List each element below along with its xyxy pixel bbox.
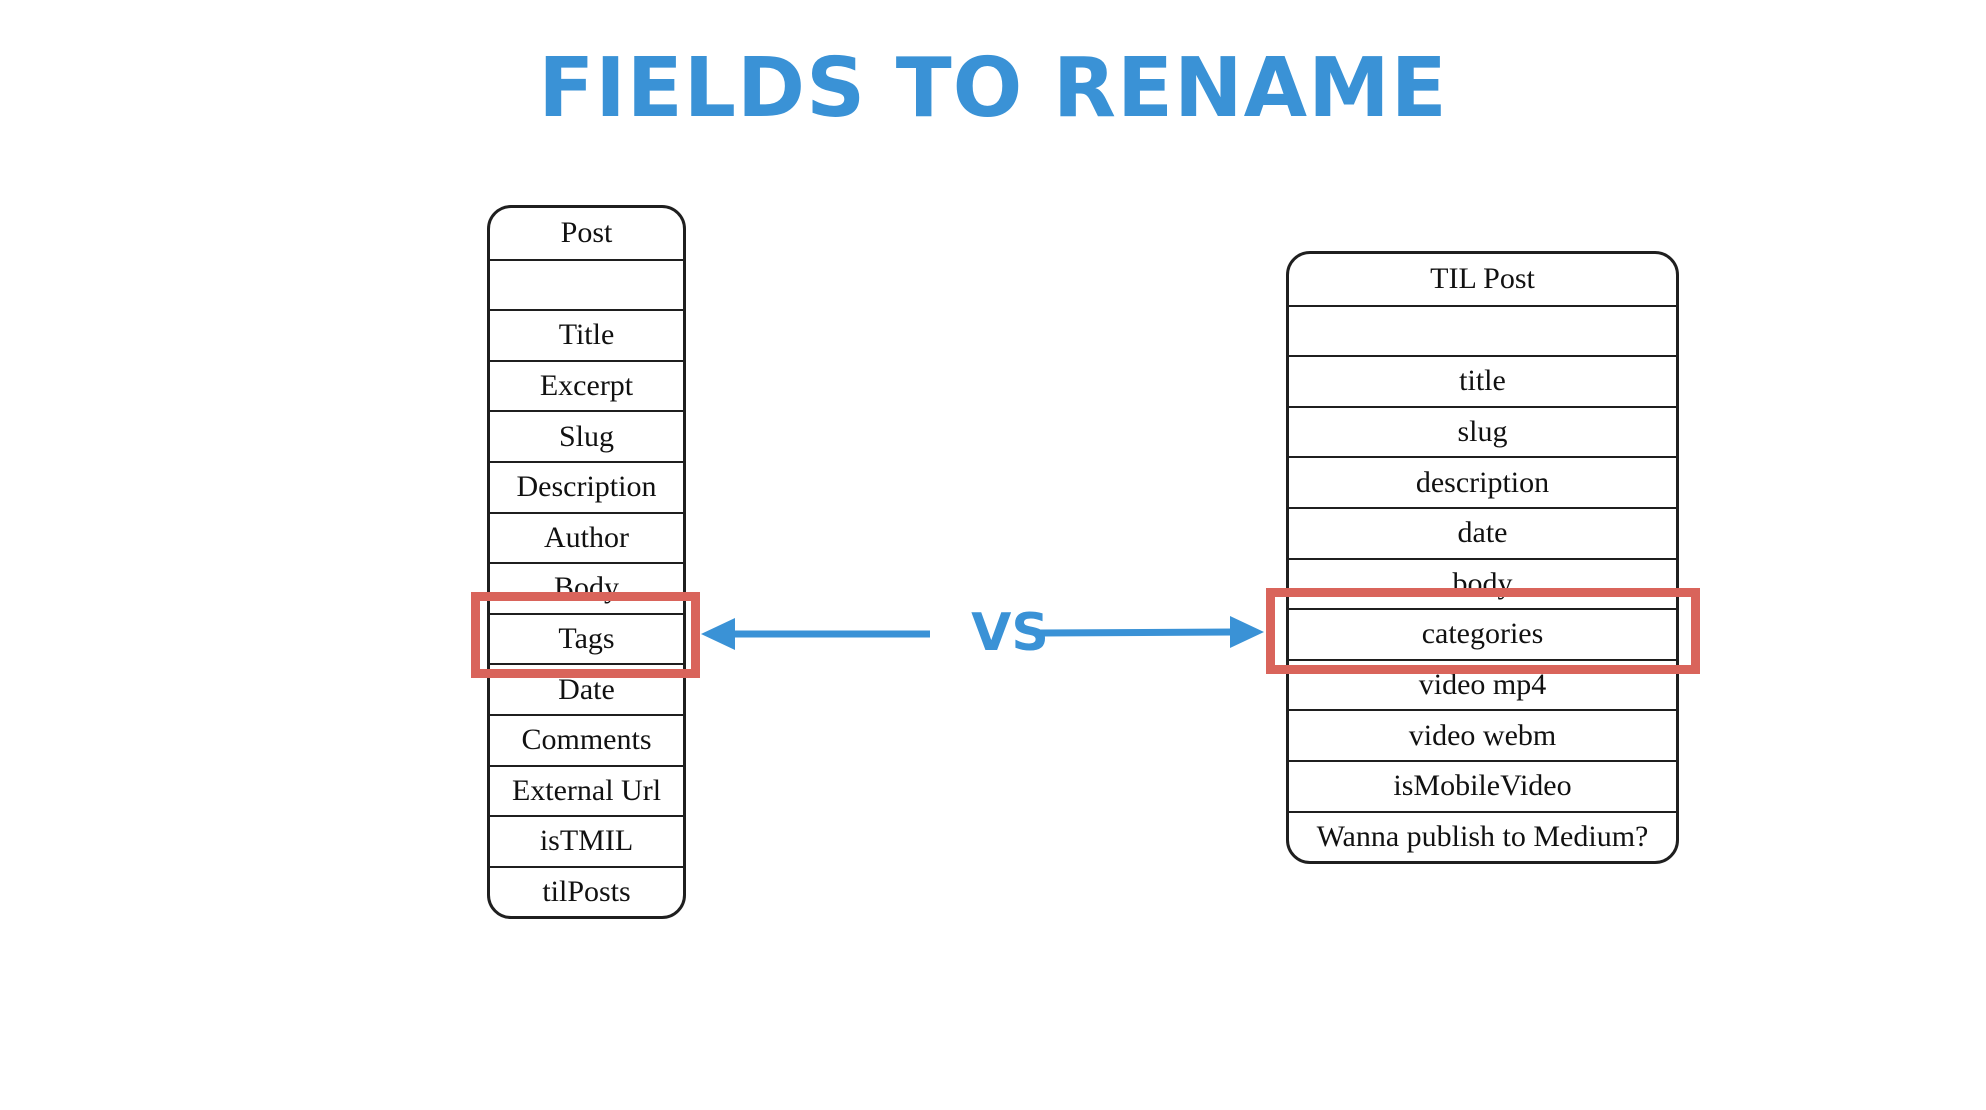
- post-entity-table: Post Title Excerpt Slug Description Auth…: [487, 205, 686, 920]
- post-field-row: Date: [490, 663, 683, 714]
- post-field-row: [490, 258, 683, 310]
- til-field-row: slug: [1289, 405, 1676, 457]
- post-field-row: Description: [490, 460, 683, 512]
- post-field-row-tags: Tags: [490, 612, 683, 664]
- post-field-row: tilPosts: [490, 865, 683, 917]
- tags-highlight-box: [471, 592, 700, 678]
- til-field-row: isMobileVideo: [1289, 759, 1676, 811]
- til-field-row: title: [1289, 355, 1676, 406]
- til-field-row: description: [1289, 456, 1676, 507]
- post-field-row: External Url: [490, 764, 683, 816]
- post-field-row: Title: [490, 309, 683, 360]
- til-field-row: date: [1289, 506, 1676, 558]
- categories-highlight-box: [1266, 588, 1700, 674]
- til-field-row-categories: categories: [1289, 608, 1676, 659]
- right-arrow-head: [1230, 616, 1264, 648]
- vs-label: VS: [971, 603, 1049, 663]
- left-arrow-head: [701, 618, 735, 650]
- til-post-entity-table: TIL Post title slug description date bod…: [1286, 251, 1679, 865]
- slide-title: FIELDS TO RENAME: [538, 41, 1448, 136]
- post-field-row: Slug: [490, 410, 683, 461]
- til-field-row: [1289, 304, 1676, 356]
- post-entity-header: Post: [560, 216, 613, 250]
- til-field-row: video webm: [1289, 709, 1676, 760]
- right-arrow-line: [1039, 628, 1235, 637]
- til-field-row: Wanna publish to Medium?: [1289, 810, 1676, 862]
- post-field-row: Excerpt: [490, 359, 683, 411]
- til-post-entity-header: TIL Post: [1430, 262, 1535, 296]
- post-field-row: isTMIL: [490, 815, 683, 866]
- post-field-row: Author: [490, 511, 683, 563]
- post-field-row: Comments: [490, 713, 683, 765]
